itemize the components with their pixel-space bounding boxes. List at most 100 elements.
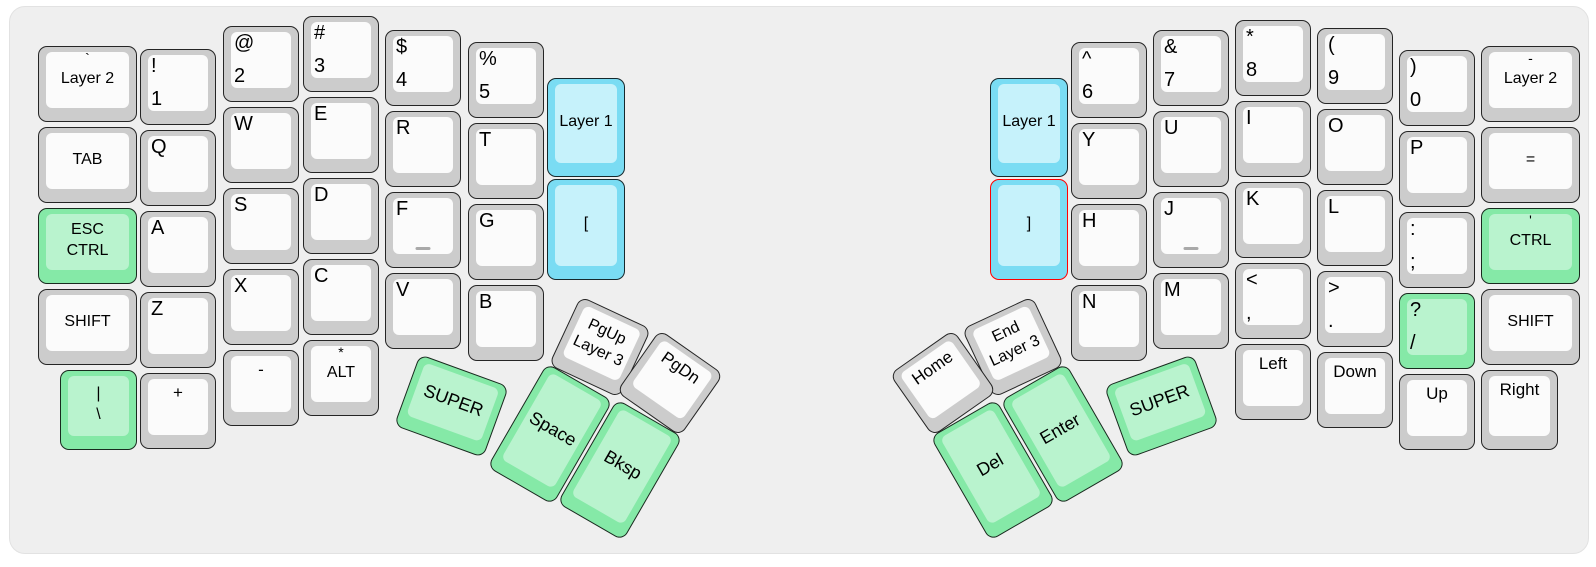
key-y[interactable]: Y <box>1071 123 1147 199</box>
key-g[interactable]: G <box>468 204 544 280</box>
key-z[interactable]: Z <box>140 292 216 368</box>
keycap-top <box>231 194 291 250</box>
keycap-top <box>231 275 291 331</box>
key-comma[interactable]: <, <box>1235 263 1311 339</box>
key-grave-layer2[interactable]: `Layer 2 <box>38 46 137 122</box>
key-3-hash[interactable]: #3 <box>303 16 379 92</box>
key-9-paren[interactable]: (9 <box>1317 28 1393 104</box>
key-1-exclam[interactable]: !1 <box>140 49 216 125</box>
keycap-top <box>1079 291 1139 347</box>
key-j[interactable]: J <box>1153 192 1229 268</box>
key-layer1-right[interactable]: Layer 1 <box>990 78 1068 177</box>
key-e[interactable]: E <box>303 97 379 173</box>
keycap-top <box>311 265 371 321</box>
keycap-top <box>1243 107 1303 163</box>
key-r[interactable]: R <box>385 111 461 187</box>
key-a[interactable]: A <box>140 211 216 287</box>
key-question-slash[interactable]: ?/ <box>1399 293 1475 369</box>
key-f[interactable]: F <box>385 192 461 268</box>
key-up[interactable]: Up <box>1399 374 1475 450</box>
key-8-star[interactable]: *8 <box>1235 20 1311 96</box>
key-o[interactable]: O <box>1317 109 1393 185</box>
key-q[interactable]: Q <box>140 130 216 206</box>
keycap-top <box>393 198 453 254</box>
keycap-top <box>148 217 208 273</box>
key-right[interactable]: Right <box>1481 370 1558 450</box>
key-pipe-backslash[interactable]: |\ <box>60 370 137 450</box>
keycap-top <box>555 84 617 163</box>
keycap-top <box>46 133 129 189</box>
keycap-top <box>998 84 1060 163</box>
key-t[interactable]: T <box>468 123 544 199</box>
keycap-top <box>1407 299 1467 355</box>
key-super-right[interactable]: SUPER <box>1103 354 1220 458</box>
key-star-alt[interactable]: *ALT <box>303 340 379 416</box>
key-super-left[interactable]: SUPER <box>393 354 510 458</box>
key-b[interactable]: B <box>468 285 544 361</box>
keycap-top <box>1079 210 1139 266</box>
keycap-top <box>1407 137 1467 193</box>
keycap-top <box>393 36 453 92</box>
key-h[interactable]: H <box>1071 204 1147 280</box>
keycap-top <box>46 52 129 108</box>
key-m[interactable]: M <box>1153 273 1229 349</box>
keycap-top <box>1243 26 1303 82</box>
homing-bar <box>1183 247 1199 250</box>
keycap-top <box>1079 129 1139 185</box>
keycap-top <box>393 117 453 173</box>
key-rbracket[interactable]: ] <box>990 179 1068 280</box>
keycap-top <box>1161 198 1221 254</box>
keycap-top <box>476 48 536 104</box>
key-u[interactable]: U <box>1153 111 1229 187</box>
key-7-amp[interactable]: &7 <box>1153 30 1229 106</box>
key-minus-layer2[interactable]: -Layer 2 <box>1481 46 1580 122</box>
keycap-top <box>1489 52 1572 108</box>
key-i[interactable]: I <box>1235 101 1311 177</box>
key-shift-right[interactable]: SHIFT <box>1481 289 1580 365</box>
key-c[interactable]: C <box>303 259 379 335</box>
key-x[interactable]: X <box>223 269 299 345</box>
keycap-top <box>1113 362 1207 443</box>
keycap-top <box>231 113 291 169</box>
keycap-top <box>1325 34 1385 90</box>
key-6-caret[interactable]: ^6 <box>1071 42 1147 118</box>
key-down[interactable]: Down <box>1317 352 1393 428</box>
key-d[interactable]: D <box>303 178 379 254</box>
key-layer1-left[interactable]: Layer 1 <box>547 78 625 177</box>
key-n[interactable]: N <box>1071 285 1147 361</box>
keycap-top <box>406 362 500 443</box>
key-k[interactable]: K <box>1235 182 1311 258</box>
key-v[interactable]: V <box>385 273 461 349</box>
key-period[interactable]: >. <box>1317 271 1393 347</box>
key-5-percent[interactable]: %5 <box>468 42 544 118</box>
keycap-top <box>1243 188 1303 244</box>
key-equals[interactable]: = <box>1481 127 1580 203</box>
keycap-top <box>1325 277 1385 333</box>
key-p[interactable]: P <box>1399 131 1475 207</box>
key-quote-ctrl[interactable]: 'CTRL <box>1481 208 1580 284</box>
keycap-top <box>476 291 536 347</box>
keycap-top <box>1161 117 1221 173</box>
keycap-top <box>1325 358 1385 414</box>
key-shift-left[interactable]: SHIFT <box>38 289 137 365</box>
key-lbracket[interactable]: [ <box>547 179 625 280</box>
key-plus[interactable]: + <box>140 373 216 449</box>
key-w[interactable]: W <box>223 107 299 183</box>
keycap-top <box>555 185 617 266</box>
key-tab[interactable]: TAB <box>38 127 137 203</box>
keycap-top <box>311 184 371 240</box>
key-l[interactable]: L <box>1317 190 1393 266</box>
keycap-top <box>1161 279 1221 335</box>
key-semicolon[interactable]: :; <box>1399 212 1475 288</box>
key-minus-left[interactable]: - <box>223 350 299 426</box>
keycap-top <box>630 339 714 421</box>
key-2-at[interactable]: @2 <box>223 26 299 102</box>
key-0-paren[interactable]: )0 <box>1399 50 1475 126</box>
key-s[interactable]: S <box>223 188 299 264</box>
key-4-dollar[interactable]: $4 <box>385 30 461 106</box>
key-left[interactable]: Left <box>1235 344 1311 420</box>
keycap-top <box>1161 36 1221 92</box>
keycap-top <box>1489 376 1550 436</box>
